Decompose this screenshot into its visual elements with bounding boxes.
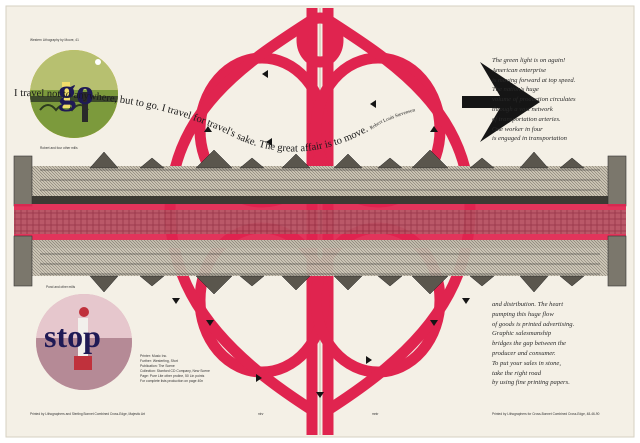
go-caption: Robert and four other mills	[40, 146, 78, 150]
header-left-small: Western Lithography by Moore, 41	[30, 38, 79, 42]
right-top-line: is engaged in transportation	[492, 135, 567, 143]
right-bottom-line: and distribution. The heart	[492, 301, 564, 308]
bridge-top	[13, 149, 627, 207]
credits-line: Further: Westerling, Sfort	[140, 359, 178, 363]
right-top-line: volume of production circulates	[492, 96, 576, 104]
big-arrow	[462, 62, 540, 142]
right-bottom-line: bridges the gap between the	[492, 340, 566, 348]
right-top-line: through a vast network	[492, 105, 553, 113]
right-top-line: American enterprise	[492, 66, 547, 74]
right-bottom-line: by using fine printing papers.	[492, 379, 570, 387]
right-text-bottom: and distribution. The heart pumping this…	[492, 300, 574, 388]
right-bottom-line: take the right road	[492, 369, 542, 377]
right-bottom-line: of goods is printed advertising.	[492, 320, 575, 328]
stop-circle-illustration	[36, 294, 132, 390]
footer-right: Printed by Lithographers for Cross-Bonne…	[492, 412, 600, 416]
go-word: go	[58, 72, 94, 112]
right-top-line: One worker in four	[492, 125, 543, 133]
credits-line: Collection: Stanford CD Company, New Sce…	[140, 369, 210, 373]
credits-line: For complete lists production on page 40…	[140, 379, 204, 383]
road-arrows	[172, 70, 470, 398]
right-top-line: of transportation arteries.	[492, 115, 561, 123]
right-top-line: is moving forward at top speed.	[492, 76, 576, 84]
bridge-bottom	[13, 235, 627, 295]
footer-page-right: mntr	[372, 412, 379, 416]
right-bottom-line: To put your sales in stone,	[492, 359, 561, 367]
right-top-line: The green light is on again!	[492, 57, 566, 64]
right-bottom-line: pumping this huge flow	[492, 310, 554, 318]
stop-word: stop	[44, 318, 101, 354]
credits-line: Publication: The Scene	[140, 364, 175, 368]
right-top-line: The nation's huge	[492, 86, 539, 94]
right-text-top: The green light is on again! American en…	[492, 56, 576, 144]
footer-left: Printed by Lithographers and Sterling Bo…	[30, 412, 145, 416]
right-bottom-line: producer and consumer.	[492, 349, 556, 357]
credits-line: Printer: Music Inc.	[140, 354, 168, 358]
stop-caption: Pond and other mills	[46, 285, 76, 289]
footer-page-left: ntrv	[258, 412, 264, 416]
credits-line: Page: Pure Lite other proline, 50 Lin po…	[140, 374, 205, 378]
credits-block: Printer: Music Inc. Further: Westerling,…	[140, 354, 210, 384]
right-bottom-line: Graphic salesmanship	[492, 330, 552, 338]
